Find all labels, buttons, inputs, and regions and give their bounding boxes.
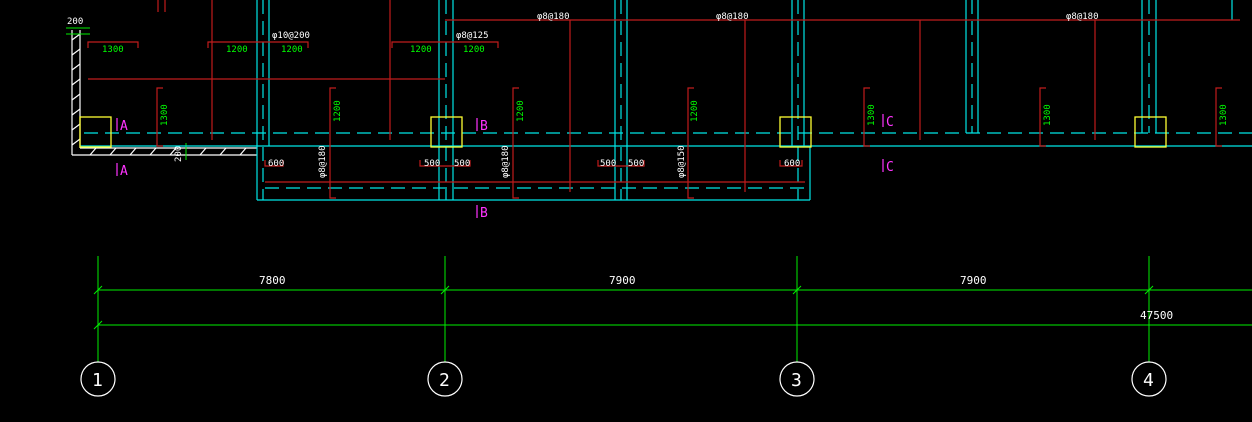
section-mark-b-top: B bbox=[480, 119, 488, 134]
top-dim-2: 1200 bbox=[226, 45, 248, 55]
top-dim-3: 1200 bbox=[281, 45, 303, 55]
top-left-dim-text: 200 bbox=[67, 17, 83, 27]
side-dim-6: 1300 bbox=[1043, 104, 1053, 126]
top-dim-4: 1200 bbox=[410, 45, 432, 55]
axis-label-2: 2 bbox=[439, 370, 450, 391]
bottom-dim-4: 500 bbox=[600, 159, 616, 169]
bottom-dim-5: 500 bbox=[628, 159, 644, 169]
side-dim-7: 1300 bbox=[1219, 104, 1229, 126]
bottom-dim-3: 500 bbox=[454, 159, 470, 169]
column-4 bbox=[1134, 116, 1167, 148]
column-2 bbox=[430, 116, 463, 148]
column-1 bbox=[79, 116, 112, 148]
axis-label-3: 3 bbox=[791, 370, 802, 391]
axis-bubble-4 bbox=[1131, 361, 1167, 397]
bottom-rebar-3: φ8@150 bbox=[677, 145, 687, 178]
side-dim-1: 1300 bbox=[160, 104, 170, 126]
section-mark-a-top: A bbox=[120, 119, 128, 134]
rebar-note-1: φ10@200 bbox=[272, 31, 310, 41]
bottom-rebar-1: φ8@180 bbox=[318, 145, 328, 178]
rebar-annotations: φ10@200 φ8@125 φ8@180 φ8@180 φ8@180 1300… bbox=[102, 12, 1229, 178]
side-dim-3: 1200 bbox=[516, 100, 526, 122]
beam-lines bbox=[80, 0, 1252, 201]
section-mark-c-top: C bbox=[886, 115, 894, 130]
side-dim-2: 1200 bbox=[333, 100, 343, 122]
top-dim-1: 1300 bbox=[102, 45, 124, 55]
bottom-rebar-2: φ8@180 bbox=[501, 145, 511, 178]
dimension-lines: 7800 7900 7900 47500 bbox=[93, 256, 1252, 362]
axis-label-1: 1 bbox=[92, 370, 103, 391]
rebar-note-4: φ8@180 bbox=[716, 12, 749, 22]
left-wall bbox=[71, 30, 257, 156]
side-dim-4: 1200 bbox=[690, 100, 700, 122]
wall-dim-text: 200 bbox=[174, 146, 184, 162]
columns bbox=[79, 116, 1167, 148]
bottom-dim-2: 500 bbox=[424, 159, 440, 169]
rebar-note-5: φ8@180 bbox=[1066, 12, 1099, 22]
axis-bubble-3 bbox=[779, 361, 815, 397]
side-dim-5: 1300 bbox=[867, 104, 877, 126]
rebar-lines bbox=[87, 0, 1240, 199]
section-marks: A A B B C C bbox=[116, 114, 894, 221]
span-dim-1: 7800 bbox=[259, 274, 286, 287]
span-dim-3: 7900 bbox=[960, 274, 987, 287]
axis-label-4: 4 bbox=[1143, 370, 1154, 391]
rebar-note-2: φ8@125 bbox=[456, 31, 489, 41]
total-dim: 47500 bbox=[1140, 309, 1173, 322]
top-dim-5: 1200 bbox=[463, 45, 485, 55]
axis-bubble-1 bbox=[80, 361, 116, 397]
section-mark-b-bottom: B bbox=[480, 206, 488, 221]
column-3 bbox=[779, 116, 812, 148]
section-mark-c-bottom: C bbox=[886, 160, 894, 175]
axis-bubble-2 bbox=[427, 361, 463, 397]
bottom-dim-6: 600 bbox=[784, 159, 800, 169]
axis-bubbles: 1 2 3 4 bbox=[80, 361, 1167, 397]
bottom-dim-1: 600 bbox=[268, 159, 284, 169]
rebar-note-3: φ8@180 bbox=[537, 12, 570, 22]
section-mark-a-bottom: A bbox=[120, 164, 128, 179]
top-left-dimension: 200 200 bbox=[66, 17, 187, 162]
span-dim-2: 7900 bbox=[609, 274, 636, 287]
